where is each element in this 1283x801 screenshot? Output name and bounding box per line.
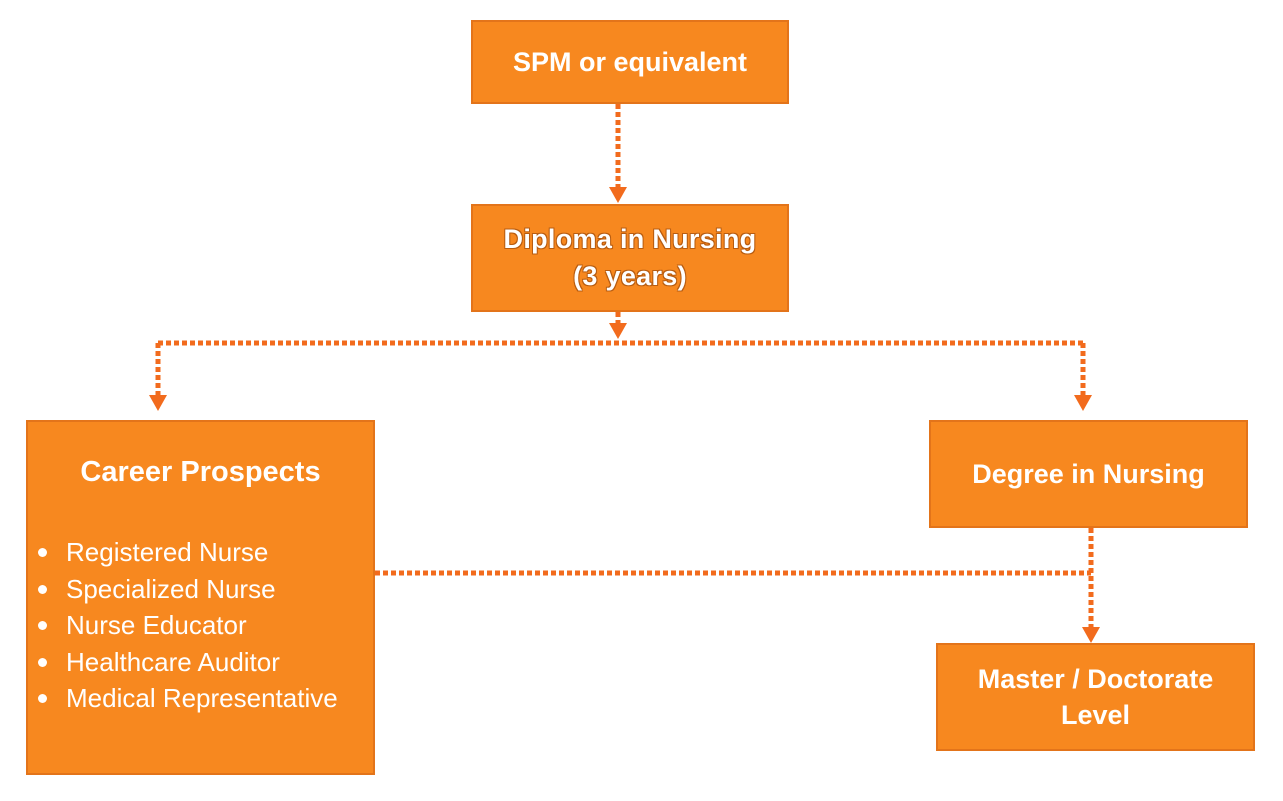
arrowhead-career (149, 395, 167, 411)
career-prospects-title: Career Prospects (80, 456, 321, 488)
career-item-label: Healthcare Auditor (66, 646, 280, 677)
diploma-label-line2: (3 years) (573, 261, 687, 291)
diploma-label-line1: Diploma in Nursing (503, 224, 757, 254)
career-prospects-list: Registered Nurse Specialized Nurse Nurse… (34, 534, 338, 717)
arrowhead-degree (1074, 395, 1092, 411)
arrowhead-master (1082, 627, 1100, 643)
career-item: Healthcare Auditor (34, 644, 338, 681)
career-item: Registered Nurse (34, 534, 338, 571)
bullet-icon (38, 657, 47, 667)
career-item-label: Specialized Nurse (66, 573, 276, 604)
bullet-icon (38, 694, 47, 703)
bullet-icon (38, 621, 47, 630)
spm-label: SPM or equivalent (512, 46, 748, 77)
career-item: Nurse Educator (34, 607, 338, 644)
master-label-line2: Level (1060, 700, 1131, 730)
degree-label: Degree in Nursing (972, 458, 1205, 489)
master-label-line1: Master / Doctorate (977, 664, 1214, 694)
arrowhead-diploma (609, 187, 627, 203)
arrowhead-branch (609, 323, 627, 339)
career-prospects-node: Career Prospects Registered Nurse Specia… (26, 420, 375, 775)
career-item-label: Medical Representative (66, 683, 338, 713)
bullet-icon (38, 584, 47, 594)
bullet-icon (38, 548, 47, 557)
career-item: Specialized Nurse (34, 571, 338, 608)
career-item-label: Registered Nurse (66, 537, 269, 567)
spm-node: SPM or equivalent (471, 20, 789, 104)
career-item-label: Nurse Educator (66, 610, 247, 640)
master-doctorate-node: Master / Doctorate Level (936, 643, 1255, 751)
career-item: Medical Representative (34, 680, 338, 717)
degree-node: Degree in Nursing (929, 420, 1248, 528)
diploma-node: Diploma in Nursing (3 years) (471, 204, 789, 312)
